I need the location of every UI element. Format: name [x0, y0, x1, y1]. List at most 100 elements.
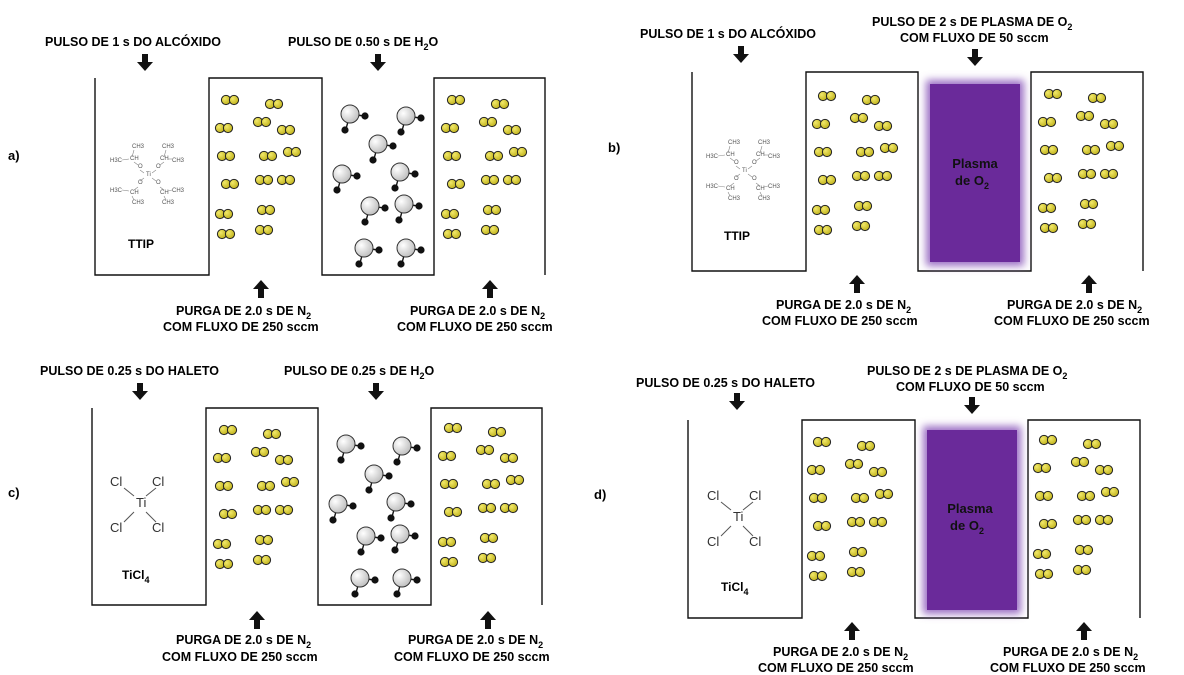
panel-b-arrow-pulse1	[733, 46, 749, 63]
panel-d-arrow-purge1	[844, 622, 860, 640]
panel-c: c) PULSO DE 0.25 s DO HALETO PULSO DE 0.…	[8, 364, 550, 664]
yellow-molecule	[214, 122, 234, 134]
yellow-molecule	[1032, 462, 1052, 474]
water-molecule	[328, 494, 357, 524]
panel-c-arrow-pulse1	[132, 383, 148, 400]
yellow-molecule	[1043, 172, 1063, 184]
ttip-atom-label: O	[156, 180, 161, 186]
panel-d-pulse2-line2: COM FLUXO DE 50 sccm	[896, 380, 1045, 394]
yellow-molecule	[446, 94, 466, 106]
ttip-atom-label: CH	[726, 152, 735, 158]
yellow-molecule	[262, 428, 282, 440]
panel-a-label: a)	[8, 148, 20, 163]
panel-d-pulse2-line1: PULSO DE 2 s DE PLASMA DE O2	[867, 364, 1067, 381]
panel-a-purge2-line1: PURGA DE 2.0 s DE N2	[410, 304, 545, 321]
panel-a-pulse1-label: PULSO DE 1 s DO ALCÓXIDO	[45, 34, 221, 49]
yellow-molecule	[214, 208, 234, 220]
panel-d-arrow-pulse2	[964, 397, 980, 414]
yellow-molecule	[443, 506, 463, 518]
panel-d-arrow-purge2	[1076, 622, 1092, 640]
yellow-molecule	[1077, 168, 1097, 180]
yellow-molecule	[1077, 218, 1097, 230]
yellow-molecule	[1081, 144, 1101, 156]
yellow-molecule	[808, 570, 828, 582]
cl-atom: Cl	[152, 520, 164, 535]
ttip-atom-label: CH	[756, 152, 765, 158]
panel-d-purge2-line2: COM FLUXO DE 250 sccm	[990, 661, 1146, 675]
panel-c-arrow-pulse2	[368, 383, 384, 400]
yellow-molecule	[252, 504, 272, 516]
yellow-molecule	[861, 94, 881, 106]
panel-c-label: c)	[8, 485, 20, 500]
yellow-molecule	[873, 170, 893, 182]
ti-atom: Ti	[733, 509, 743, 524]
water-molecule	[390, 524, 419, 554]
yellow-molecule	[1094, 464, 1114, 476]
panel-d-arrow-pulse1	[729, 393, 745, 410]
panel-b-yellow-molecules-2	[1037, 88, 1125, 234]
yellow-molecule	[873, 120, 893, 132]
panel-d-chamber	[687, 419, 1141, 619]
ttip-atom-label: CH3	[132, 200, 145, 206]
yellow-molecule	[252, 116, 272, 128]
ttip-atom-label: CH	[160, 190, 169, 196]
panel-a-purge2-line2: COM FLUXO DE 250 sccm	[397, 320, 553, 334]
yellow-molecule	[482, 204, 502, 216]
yellow-molecule	[254, 174, 274, 186]
panel-b-plasma-line2: de O2	[955, 173, 989, 191]
panel-d-plasma: Plasma de O2	[923, 426, 1021, 614]
yellow-molecule	[508, 146, 528, 158]
water-molecule	[394, 194, 423, 224]
yellow-molecule	[276, 174, 296, 186]
yellow-molecule	[505, 474, 525, 486]
panel-d-purge1-line2: COM FLUXO DE 250 sccm	[758, 661, 914, 675]
yellow-molecule	[850, 492, 870, 504]
water-molecule	[336, 434, 365, 464]
panel-a-arrow-pulse2	[370, 54, 386, 71]
panel-a-precursor-name: TTIP	[128, 237, 154, 251]
yellow-molecule	[1074, 544, 1094, 556]
ttip-atom-label: O	[734, 160, 739, 166]
yellow-molecule	[499, 502, 519, 514]
yellow-molecule	[806, 550, 826, 562]
water-molecule	[350, 568, 379, 598]
yellow-molecule	[1094, 514, 1114, 526]
panel-c-yellow-molecules-2	[437, 422, 525, 568]
panel-a: a) PULSO DE 1 s DO ALCÓXIDO PULSO DE 0.5…	[8, 34, 553, 334]
ttip-atom-label: CH3	[728, 196, 741, 202]
ttip-atom-label: O	[138, 180, 143, 186]
yellow-molecule	[282, 146, 302, 158]
yellow-molecule	[481, 478, 501, 490]
yellow-molecule	[879, 142, 899, 154]
yellow-molecule	[214, 558, 234, 570]
panel-b-arrow-purge1	[849, 275, 865, 293]
yellow-molecule	[868, 516, 888, 528]
yellow-molecule	[440, 208, 460, 220]
cl-atom: Cl	[749, 488, 761, 503]
ttip-atom-label: H3C	[706, 184, 719, 190]
cl-atom: Cl	[707, 534, 719, 549]
panel-b: b) PULSO DE 1 s DO ALCÓXIDO PULSO DE 2 s…	[608, 15, 1150, 328]
ttip-atom-label: CH3	[768, 184, 781, 190]
panel-c-arrow-purge2	[480, 611, 496, 629]
yellow-molecule	[868, 466, 888, 478]
yellow-molecule	[806, 464, 826, 476]
ttip-atom-label: CH	[130, 190, 139, 196]
yellow-molecule	[437, 536, 457, 548]
yellow-molecule	[1105, 140, 1125, 152]
panel-d-purge2-line1: PURGA DE 2.0 s DE N2	[1003, 645, 1138, 662]
yellow-molecule	[1038, 518, 1058, 530]
yellow-molecule	[214, 480, 234, 492]
yellow-molecule	[851, 220, 871, 232]
panel-b-purge2-line1: PURGA DE 2.0 s DE N2	[1007, 298, 1142, 315]
panel-d-yellow-molecules-2	[1032, 434, 1120, 580]
yellow-molecule	[490, 98, 510, 110]
ttip-atom-label: H3C	[110, 158, 123, 164]
water-molecule	[332, 164, 361, 194]
yellow-molecule	[1087, 92, 1107, 104]
yellow-molecule	[216, 228, 236, 240]
panel-a-arrow-purge2	[482, 280, 498, 298]
panel-b-yellow-molecules-1	[811, 90, 899, 236]
ttip-atom-label: CH3	[172, 188, 185, 194]
